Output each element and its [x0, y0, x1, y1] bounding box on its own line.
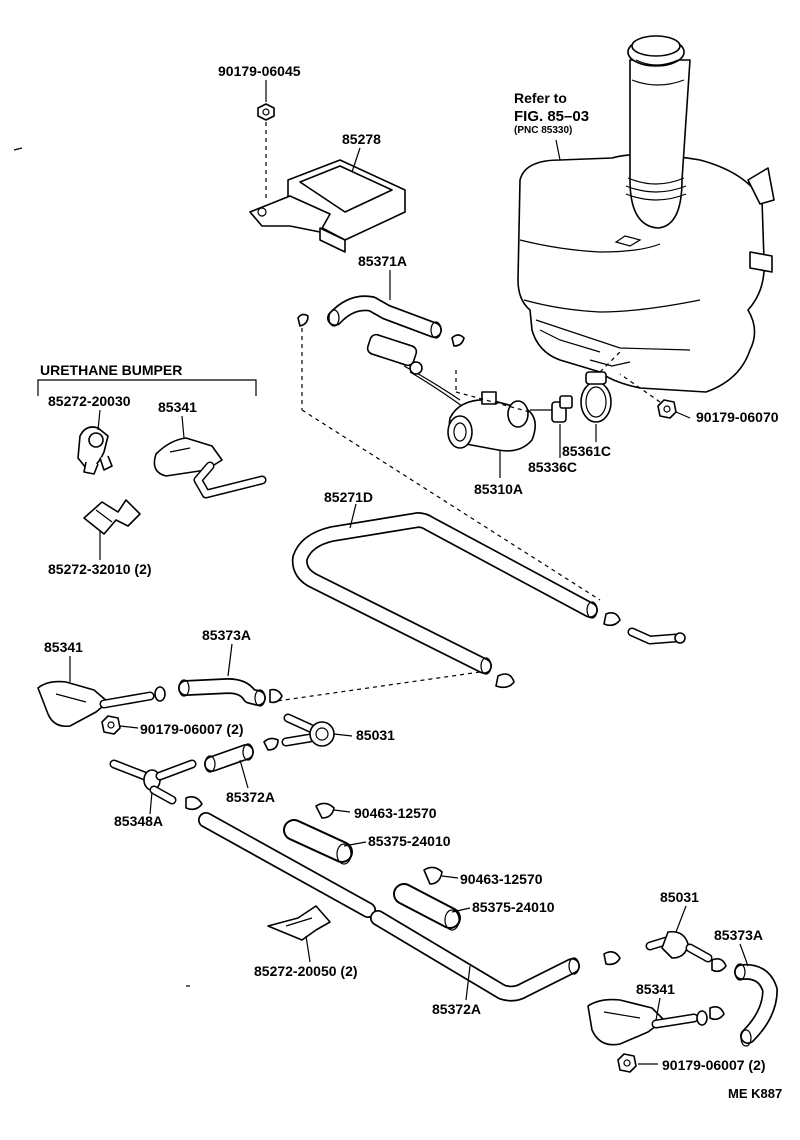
label-90179-06045: 90179-06045	[218, 63, 301, 79]
joint-85031-mid	[263, 713, 335, 751]
label-90179-06007-right: 90179-06007 (2)	[662, 1057, 766, 1073]
label-90179-06007-mid: 90179-06007 (2)	[140, 721, 244, 737]
label-85341-mid: 85341	[44, 639, 83, 655]
pump-85310A	[366, 333, 536, 452]
label-refer-line2: FIG. 85–03	[514, 108, 589, 125]
hose-85372A-mid	[204, 743, 254, 773]
label-85341-top: 85341	[158, 399, 197, 415]
label-urethane-bumper: URETHANE BUMPER	[40, 362, 182, 378]
leader-lines	[69, 80, 749, 1065]
label-85272-20050: 85272-20050 (2)	[254, 963, 358, 979]
hose-85271D	[269, 512, 686, 703]
label-85372A-bottom: 85372A	[432, 1001, 481, 1017]
clip-85272-32010	[83, 499, 141, 535]
clip-85272-20030	[77, 426, 113, 475]
washer-tank	[517, 35, 775, 393]
nut-90179-06045	[257, 103, 275, 200]
nozzle-85341-urethane	[153, 437, 267, 499]
clamp-90463-12570-a	[315, 802, 335, 819]
label-85031-mid: 85031	[356, 727, 395, 743]
label-85336C: 85336C	[528, 459, 577, 475]
label-85373A-mid: 85373A	[202, 627, 251, 643]
label-85031-right: 85031	[660, 889, 699, 905]
label-85310A: 85310A	[474, 481, 523, 497]
urethane-bumper-bracket	[37, 379, 257, 396]
label-90463-12570-a: 90463-12570	[354, 805, 437, 821]
label-refer-line3: (PNC 85330)	[514, 125, 572, 136]
hose-85371A	[297, 295, 601, 601]
clamp-90463-12570-b	[423, 866, 443, 885]
nozzle-85341-right	[587, 998, 708, 1046]
label-85272-20030: 85272-20030	[48, 393, 131, 409]
joint-85031-right	[603, 930, 727, 973]
check-valve-85348A	[109, 759, 203, 811]
hose-85373A-right	[709, 963, 778, 1047]
nut-90179-06007-right	[617, 1053, 637, 1073]
label-85373A-right: 85373A	[714, 927, 763, 943]
label-90463-12570-b: 90463-12570	[460, 871, 543, 887]
label-85341-right: 85341	[636, 981, 675, 997]
label-90179-06070: 90179-06070	[696, 409, 779, 425]
clip-85272-20050	[267, 905, 331, 941]
nut-90179-06007-mid	[101, 715, 121, 735]
label-refer-line1: Refer to	[514, 90, 567, 106]
label-85278: 85278	[342, 131, 381, 147]
label-85375-24010-a: 85375-24010	[368, 833, 451, 849]
bracket-85278	[249, 159, 406, 253]
nozzle-85341-mid	[37, 680, 166, 728]
label-85348A: 85348A	[114, 813, 163, 829]
hose-85372A-bottom	[198, 812, 580, 1002]
hose-85373A-mid	[178, 678, 283, 707]
label-85272-32010: 85272-32010 (2)	[48, 561, 152, 577]
label-85371A: 85371A	[358, 253, 407, 269]
label-85372A-mid: 85372A	[226, 789, 275, 805]
drawing-code: ME K887	[728, 1086, 782, 1101]
label-85375-24010-b: 85375-24010	[472, 899, 555, 915]
label-85271D: 85271D	[324, 489, 373, 505]
grommet-85336C	[530, 395, 573, 423]
strainer-85361C	[580, 351, 621, 423]
hose-85375-24010-b	[393, 883, 461, 931]
hose-85375-24010-a	[283, 819, 353, 865]
label-85361C: 85361C	[562, 443, 611, 459]
